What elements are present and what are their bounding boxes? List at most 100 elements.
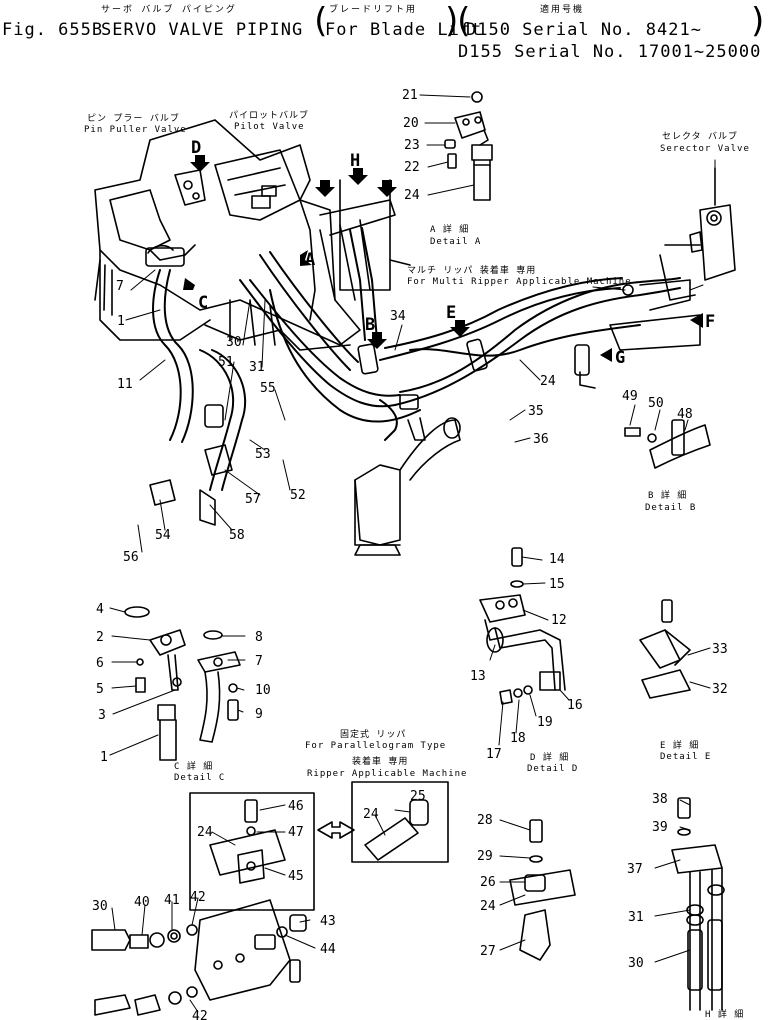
- part-number: 7: [116, 279, 124, 294]
- view-label-f: F: [705, 312, 715, 332]
- part-number: 34: [390, 309, 406, 324]
- view-h-bracket: [339, 179, 411, 291]
- ripper-en: Ripper Applicable Machine: [307, 769, 467, 779]
- part-number: 36: [533, 432, 549, 447]
- part-number: 13: [470, 669, 486, 684]
- part-number: 57: [245, 492, 261, 507]
- part-number: 19: [537, 715, 553, 730]
- part-number: 53: [255, 447, 271, 462]
- detail-a-jp: A 詳 細: [430, 223, 469, 235]
- view-label-a: A: [305, 250, 315, 270]
- part-number: 1: [117, 314, 125, 329]
- part-number: 47: [288, 825, 304, 840]
- detail-e: [639, 599, 691, 699]
- part-number: 10: [255, 683, 271, 698]
- view-label-h: H: [350, 151, 360, 171]
- view-arrows: [183, 155, 703, 362]
- paren-close: ): [442, 1, 463, 41]
- part-number: 22: [404, 160, 420, 175]
- subtitle-jp: ブレードリフト用: [329, 5, 418, 15]
- part-number: 54: [155, 528, 171, 543]
- part-number: 20: [403, 116, 419, 131]
- view-letters: D H A C B E F G: [191, 138, 715, 368]
- part-number: 24: [480, 899, 496, 914]
- applic-line-2: D155 Serial No. 17001~25000: [458, 42, 762, 62]
- part-number: 42: [190, 890, 206, 905]
- valve-block-assembly: [94, 119, 396, 351]
- figure-number: Fig. 655B: [2, 20, 104, 40]
- part-number: 18: [510, 731, 526, 746]
- detail-clip: [509, 819, 576, 961]
- detail-a-label: Detail A: [430, 237, 481, 247]
- part-number: 7: [255, 654, 263, 669]
- part-number: 32: [712, 682, 728, 697]
- detail-e-label: Detail E: [660, 752, 711, 762]
- part-number: 24: [197, 825, 213, 840]
- part-number: 31: [628, 910, 644, 925]
- part-number: 26: [480, 875, 496, 890]
- pin-puller-en: Pin Puller Valve: [84, 125, 187, 135]
- hose-routing: [152, 227, 681, 491]
- detail-c: [124, 606, 241, 761]
- subtitle-en: For Blade Lift: [325, 20, 483, 40]
- part-number: 24: [540, 374, 556, 389]
- detail-c-label: Detail C: [174, 773, 225, 783]
- detail-c-jp: C 詳 細: [174, 760, 213, 772]
- part-number: 55: [260, 381, 276, 396]
- part-number: 15: [549, 577, 565, 592]
- view-label-c: C: [198, 293, 208, 313]
- part-number: 5: [96, 682, 104, 697]
- applic-line-1: D150 Serial No. 8421~: [466, 20, 702, 40]
- arrow-double: [317, 821, 355, 839]
- part-number: 48: [677, 407, 693, 422]
- annotations: ピン プラー バルブ Pin Puller Valve パイロットバルブ Pil…: [84, 109, 750, 1020]
- detail-parallelogram: [189, 792, 315, 911]
- para-en: For Parallelogram Type: [305, 741, 446, 751]
- part-number: 6: [96, 656, 104, 671]
- part-number: 31: [249, 360, 265, 375]
- part-number: 56: [123, 550, 139, 565]
- part-number: 1: [100, 750, 108, 765]
- part-number: 30: [226, 335, 242, 350]
- detail-e-jp: E 詳 細: [660, 739, 699, 751]
- part-number: 40: [134, 895, 150, 910]
- part-number: 2: [96, 630, 104, 645]
- part-number: 38: [652, 792, 668, 807]
- part-number: 17: [486, 747, 502, 762]
- part-number: 58: [229, 528, 245, 543]
- part-number: 44: [320, 942, 336, 957]
- header: サーボ バルブ パイピング Fig. 655B SERVO VALVE PIPI…: [0, 0, 769, 70]
- part-number: 28: [477, 813, 493, 828]
- pilot-jp: パイロットバルブ: [229, 109, 309, 121]
- multi-en: For Multi Ripper Applicable Machine: [407, 277, 632, 287]
- multi-jp: マルチ リッパ 装着車 専用: [407, 264, 536, 276]
- pin-puller-jp: ピン プラー バルブ: [87, 112, 180, 124]
- applic-jp: 適用号機: [540, 5, 585, 15]
- part-number: 29: [477, 849, 493, 864]
- leader-lines: [109, 94, 716, 1013]
- pilot-en: Pilot Valve: [234, 122, 305, 132]
- detail-d-label: Detail D: [527, 764, 578, 774]
- part-number: 46: [288, 799, 304, 814]
- part-number: 42: [192, 1009, 208, 1020]
- detail-d: [479, 547, 566, 705]
- detail-b-jp: B 詳 細: [648, 489, 687, 501]
- part-number: 14: [549, 552, 565, 567]
- detail-b-label: Detail B: [645, 503, 696, 513]
- part-number: 24: [363, 807, 379, 822]
- part-numbers: 21 20 23 22 24 7 1 11 30 51 31 55 53 52 …: [92, 88, 728, 1020]
- para-jp: 固定式 リッパ: [340, 728, 406, 740]
- part-number: 3: [98, 708, 106, 723]
- detail-h-jp: H 詳 細: [705, 1008, 744, 1020]
- part-number: 52: [290, 488, 306, 503]
- part-number: 16: [567, 698, 583, 713]
- selector-en: Serector Valve: [660, 144, 750, 154]
- part-number: 41: [164, 893, 180, 908]
- part-number: 33: [712, 642, 728, 657]
- part-number: 45: [288, 869, 304, 884]
- title-en: SERVO VALVE PIPING: [101, 20, 304, 40]
- part-number: 25: [410, 789, 426, 804]
- part-number: 49: [622, 389, 638, 404]
- view-label-d: D: [191, 138, 201, 158]
